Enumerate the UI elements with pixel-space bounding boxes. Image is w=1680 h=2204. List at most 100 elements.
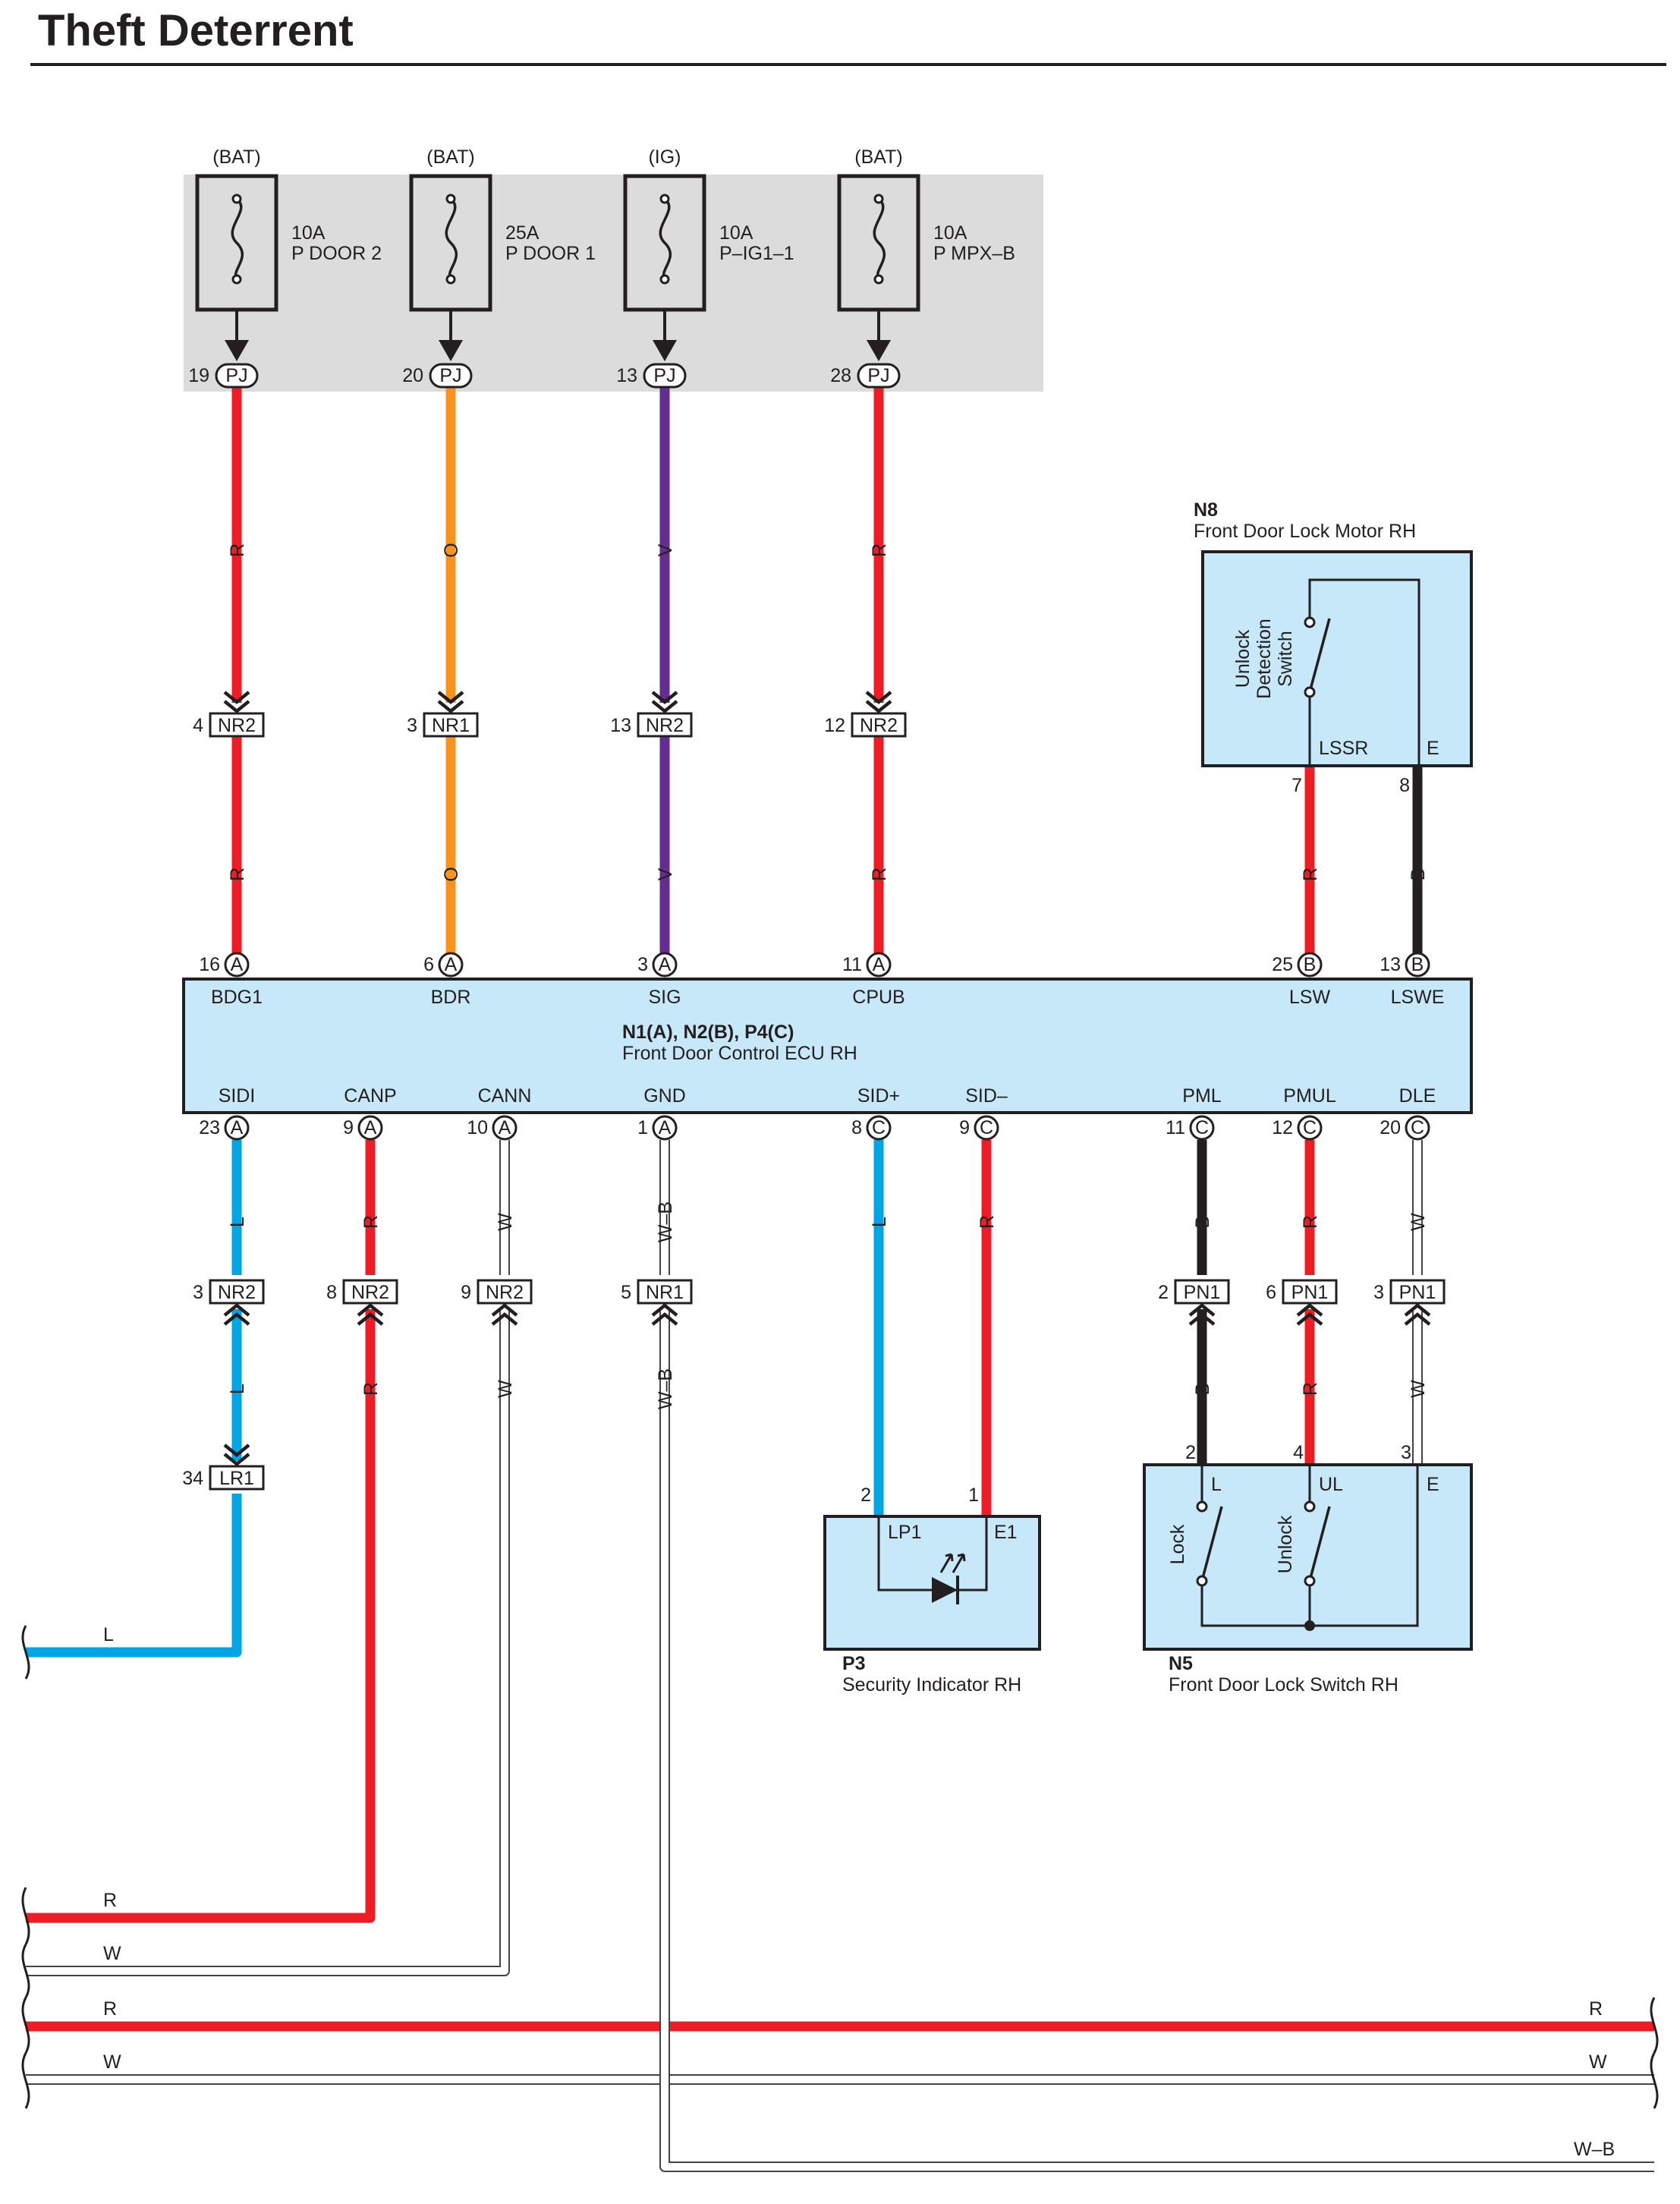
joint-connector-code: NR1 (646, 1282, 684, 1303)
ecu-bottom-pin (224, 1115, 250, 1141)
wire-sidi-bus (26, 1494, 242, 1658)
ecu-pin-number: 11 (842, 954, 862, 975)
led-icon (932, 1577, 958, 1603)
bus-label: R (1589, 1998, 1603, 2020)
connector-pj (857, 363, 901, 389)
connector-code: PJ (653, 365, 675, 386)
terminal-label: LP1 (888, 1522, 921, 1543)
ecu-pin-number: 8 (851, 1117, 862, 1138)
joint-connector-chevron (651, 1303, 678, 1326)
wire-color-label: W–B (655, 1368, 676, 1409)
ecu-top-pin-letter: A (659, 954, 672, 975)
fuse-terminal (659, 194, 670, 204)
terminal-pin: 7 (1291, 775, 1302, 796)
joint-connector-chevron (223, 1303, 250, 1326)
ecu-top-pin (1297, 952, 1323, 978)
joint-connector-lr1-chevron (223, 1444, 250, 1466)
ecu-terminal-label: CANN (478, 1085, 532, 1107)
joint-connector (1174, 1279, 1230, 1305)
wire-canp-bus (26, 1309, 376, 1923)
switch-label: Switch (1275, 631, 1296, 687)
joint-connector (637, 712, 693, 738)
fuse-rating: 10A (933, 222, 967, 244)
fuse-name: P MPX–B (933, 243, 1015, 264)
joint-connector-pin: 3 (1373, 1282, 1384, 1303)
ecu-bottom-pin-letter: C (1411, 1117, 1424, 1138)
connector-pj (643, 363, 687, 389)
led-light-rays-icon (939, 1553, 966, 1573)
security-indicator-box (823, 1515, 1041, 1651)
security-indicator-code: P3 (842, 1653, 866, 1674)
ecu-bottom-pin (652, 1115, 678, 1141)
ecu-pin-number: 23 (199, 1117, 220, 1138)
fuse-source: (BAT) (426, 146, 474, 168)
connector-code: PJ (867, 365, 889, 386)
wire-color-label: W (495, 1213, 516, 1231)
joint-connector-code: NR2 (646, 715, 684, 736)
joint-connector-chevron (223, 691, 250, 713)
ecu-bottom-pin-letter: C (872, 1117, 886, 1138)
ecu-box (182, 978, 1473, 1114)
fuse-icon (445, 197, 458, 280)
joint-connector-chevron (491, 1303, 518, 1326)
wire-color-label: R (360, 1215, 382, 1229)
bus-label: R (103, 1890, 117, 1911)
wire-color-label: R (1300, 1215, 1321, 1229)
ecu-terminal-label: BDR (431, 987, 471, 1008)
fuse-terminal (873, 194, 884, 204)
joint-connector (423, 712, 479, 738)
ecu-top-pin-letter: B (1411, 954, 1424, 975)
wire-color-label: W (1408, 1380, 1429, 1398)
wire-gnd-bus (659, 1309, 1654, 2172)
fuse-source: (IG) (648, 146, 681, 168)
terminal-label: E (1427, 738, 1439, 759)
joint-connector-pin: 4 (193, 715, 203, 736)
wire-color-label: V (655, 543, 676, 556)
ecu-pin-number: 11 (1166, 1117, 1185, 1138)
ecu-terminal-label: CPUB (852, 987, 904, 1008)
bus-label: L (103, 1624, 114, 1645)
switch-blade-icon (1200, 1506, 1223, 1582)
wire-color-label: R (360, 1382, 382, 1396)
ecu-pin-number: 20 (1380, 1117, 1401, 1138)
ecu-pin-number: 12 (1272, 1117, 1293, 1138)
fuse-terminal (231, 194, 242, 204)
terminal-label: E (1427, 1474, 1439, 1495)
ecu-pin-number: 9 (959, 1117, 970, 1138)
switch-contact (1304, 616, 1316, 628)
joint-connector-chevron (1404, 1303, 1431, 1326)
wire-color-label: R (869, 543, 890, 557)
switch-contact (1304, 1575, 1316, 1587)
switch-label: Detection (1254, 619, 1275, 699)
ecu-terminal-label: SIG (648, 987, 681, 1008)
ecu-top-pin (652, 952, 678, 978)
lock-motor-box (1201, 550, 1473, 767)
connector-pin: 20 (402, 365, 423, 386)
arrow-down-icon (867, 340, 891, 361)
fuse-terminal (231, 274, 242, 285)
joint-connector-pin: 9 (461, 1282, 471, 1303)
joint-connector-lr1 (209, 1465, 265, 1491)
fuse-name: P DOOR 1 (505, 243, 596, 264)
bus-label: R (103, 1998, 117, 2020)
wire-color-label: B (1192, 1216, 1213, 1229)
fuse-terminal (445, 194, 456, 204)
joint-connector-pin: 13 (610, 715, 631, 736)
joint-connector-code: PN1 (1291, 1282, 1329, 1303)
joint-connector-code: NR2 (860, 715, 898, 736)
fuse-rating: 10A (291, 222, 326, 244)
wire-color-label: R (227, 867, 248, 881)
ecu-terminal-label: SID+ (857, 1085, 900, 1107)
wire-cann-bus (26, 1309, 510, 1976)
joint-connector-code: PN1 (1184, 1282, 1221, 1303)
switch-blade-icon (1308, 1506, 1331, 1582)
joint-connector-pin: 8 (326, 1282, 337, 1303)
joint-connector-pin: 5 (621, 1282, 631, 1303)
junction-dot (1304, 1620, 1315, 1631)
joint-connector-chevron (865, 691, 892, 713)
fuse-icon (231, 197, 244, 280)
ecu-top-pin (866, 952, 892, 978)
ecu-pin-number: 6 (423, 954, 434, 975)
ecu-pin-number: 13 (1380, 954, 1401, 975)
bus-label: W (1589, 2051, 1607, 2073)
